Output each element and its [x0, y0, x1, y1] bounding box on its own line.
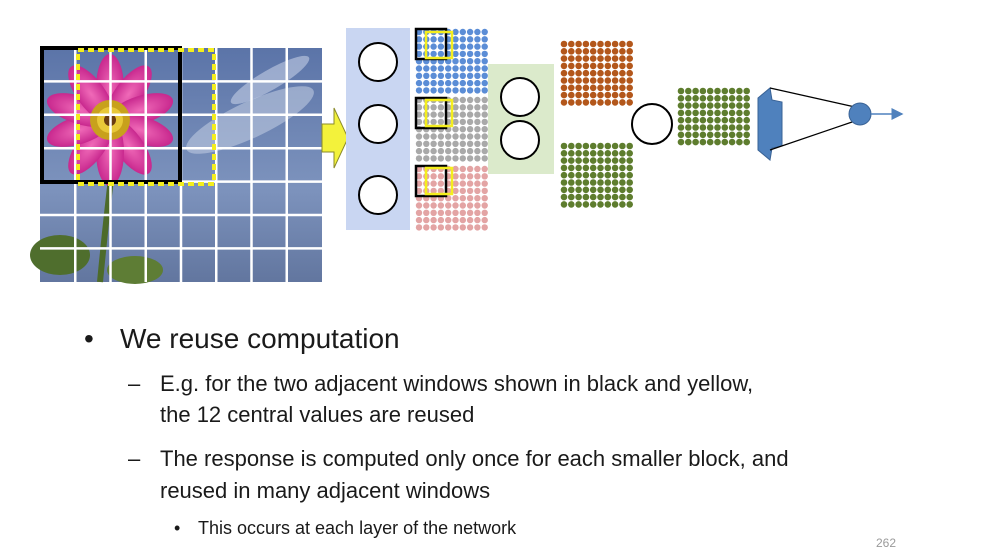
flower-image [30, 46, 322, 284]
bullet-text: We reuse computation [120, 323, 400, 354]
sub-bullet-line: E.g. for the two adjacent windows shown … [160, 371, 754, 396]
neuron [358, 104, 398, 144]
sub-bullet-line: reused in many adjacent windows [160, 478, 491, 503]
feature-map-green [560, 142, 633, 208]
page-number: 262 [876, 536, 897, 550]
feature-map-gray [415, 96, 488, 162]
yellow-window [76, 48, 216, 186]
input-arrow-icon [321, 107, 349, 169]
bullet-marker: • [84, 323, 94, 354]
neuron [500, 77, 540, 117]
feature-map-brown [560, 40, 633, 106]
network-diagram [30, 27, 904, 284]
neuron [631, 103, 673, 145]
sub-bullet-line: The response is computed only once for e… [160, 446, 789, 471]
neuron [358, 42, 398, 82]
neuron [358, 175, 398, 215]
fully-connected-layer [677, 87, 750, 146]
sub-sub-bullet-marker: • [174, 518, 181, 538]
sub-bullet-line: the 12 central values are reused [160, 402, 475, 427]
sub-bullet-marker: – [128, 371, 141, 396]
sub-bullet-marker: – [128, 446, 141, 471]
sub-sub-bullet-text: This occurs at each layer of the network [198, 518, 517, 538]
neuron [500, 120, 540, 160]
dotmap-windows [414, 27, 454, 198]
